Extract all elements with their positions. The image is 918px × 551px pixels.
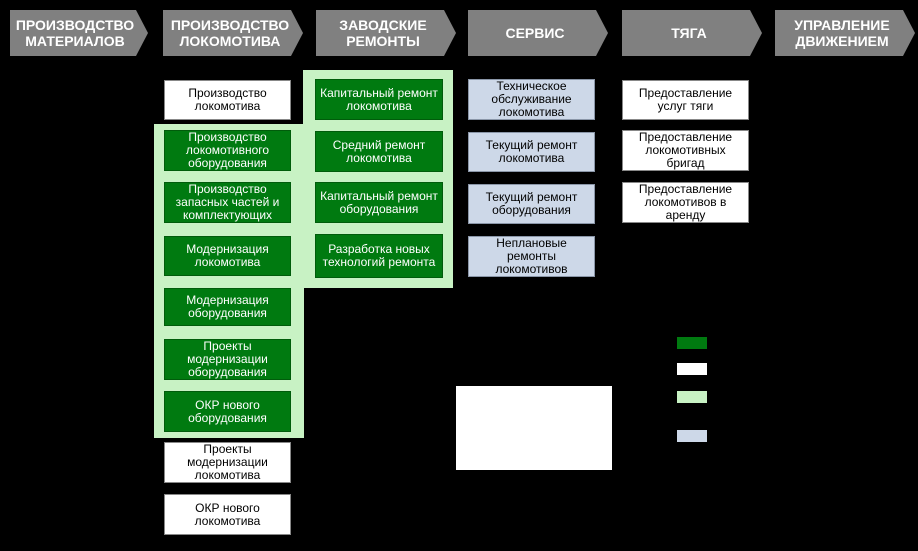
- box-label: Производство запасных частей и комплекту…: [175, 182, 280, 222]
- box-label: Капитальный ремонт локомотива: [320, 85, 438, 113]
- stage-locomotive-production: ПРОИЗВОДСТВО ЛОКОМОТИВА: [163, 10, 303, 56]
- stage-label: ПРОИЗВОДСТВО МАТЕРИАЛОВ: [15, 17, 135, 49]
- stage-traction: ТЯГА: [622, 10, 762, 56]
- stage-label: ПРОИЗВОДСТВО ЛОКОМОТИВА: [170, 17, 290, 49]
- production-panel: [154, 124, 304, 438]
- stage-factory-repairs: ЗАВОДСКИЕ РЕМОНТЫ: [316, 10, 456, 56]
- box-label: ОКР нового оборудования: [188, 397, 267, 425]
- box-label: Производство локомотива: [188, 86, 267, 113]
- box-label: Предоставление услуг тяги: [638, 86, 733, 113]
- repairs-box: Капитальный ремонт оборудования: [315, 182, 443, 223]
- production-box: Проекты модернизации локомотива: [164, 442, 291, 483]
- box-label: Средний ремонт локомотива: [332, 137, 426, 165]
- service-box: Текущий ремонт локомотива: [468, 132, 595, 172]
- legend-swatch-white: [677, 363, 707, 375]
- stage-label: ЗАВОДСКИЕ РЕМОНТЫ: [339, 17, 427, 49]
- traction-box: Предоставление локомотивных бригад: [622, 130, 749, 171]
- box-label: Производство локомотивного оборудования: [185, 130, 270, 170]
- box-label: Предоставление локомотивов в аренду: [638, 182, 733, 222]
- stage-label: УПРАВЛЕНИЕ ДВИЖЕНИЕМ: [794, 17, 890, 49]
- box-label: Предоставление локомотивных бригад: [638, 130, 733, 170]
- production-box: ОКР нового локомотива: [164, 494, 291, 535]
- service-box: Текущий ремонт оборудования: [468, 184, 595, 224]
- box-label: Текущий ремонт локомотива: [485, 138, 578, 165]
- production-box: Проекты модернизации оборудования: [164, 339, 291, 380]
- repairs-box: Капитальный ремонт локомотива: [315, 79, 443, 120]
- stage-label: ТЯГА: [671, 25, 707, 41]
- production-box: ОКР нового оборудования: [164, 391, 291, 432]
- production-box: Модернизация оборудования: [164, 288, 291, 326]
- traction-box: Предоставление локомотивов в аренду: [622, 182, 749, 223]
- box-label: Модернизация локомотива: [186, 242, 269, 269]
- box-label: Капитальный ремонт оборудования: [320, 188, 438, 216]
- production-box: Производство локомотива: [164, 80, 291, 120]
- legend-swatch-light-blue: [677, 430, 707, 442]
- box-label: Разработка новых технологий ремонта: [322, 242, 436, 269]
- legend-swatch-green: [677, 337, 707, 349]
- blank-white-box: [456, 386, 612, 470]
- box-label: Проекты модернизации локомотива: [187, 442, 268, 482]
- box-label: Техническое обслуживание локомотива: [491, 79, 572, 119]
- repairs-box: Разработка новых технологий ремонта: [315, 234, 443, 278]
- production-box: Производство запасных частей и комплекту…: [164, 182, 291, 223]
- production-box: Производство локомотивного оборудования: [164, 130, 291, 171]
- production-box: Модернизация локомотива: [164, 236, 291, 276]
- service-box: Неплановые ремонты локомотивов: [468, 236, 595, 277]
- repairs-box: Средний ремонт локомотива: [315, 131, 443, 172]
- box-label: Неплановые ремонты локомотивов: [495, 236, 568, 276]
- stage-label: СЕРВИС: [505, 25, 565, 41]
- legend-swatch-light-green: [677, 391, 707, 403]
- box-label: Проекты модернизации оборудования: [187, 339, 268, 379]
- stage-materials: ПРОИЗВОДСТВО МАТЕРИАЛОВ: [10, 10, 148, 56]
- box-label: ОКР нового локомотива: [194, 500, 261, 528]
- box-label: Текущий ремонт оборудования: [485, 190, 578, 217]
- stage-traffic-management: УПРАВЛЕНИЕ ДВИЖЕНИЕМ: [775, 10, 915, 56]
- stage-service: СЕРВИС: [468, 10, 608, 56]
- service-box: Техническое обслуживание локомотива: [468, 79, 595, 120]
- box-label: Модернизация оборудования: [186, 293, 269, 320]
- traction-box: Предоставление услуг тяги: [622, 80, 749, 120]
